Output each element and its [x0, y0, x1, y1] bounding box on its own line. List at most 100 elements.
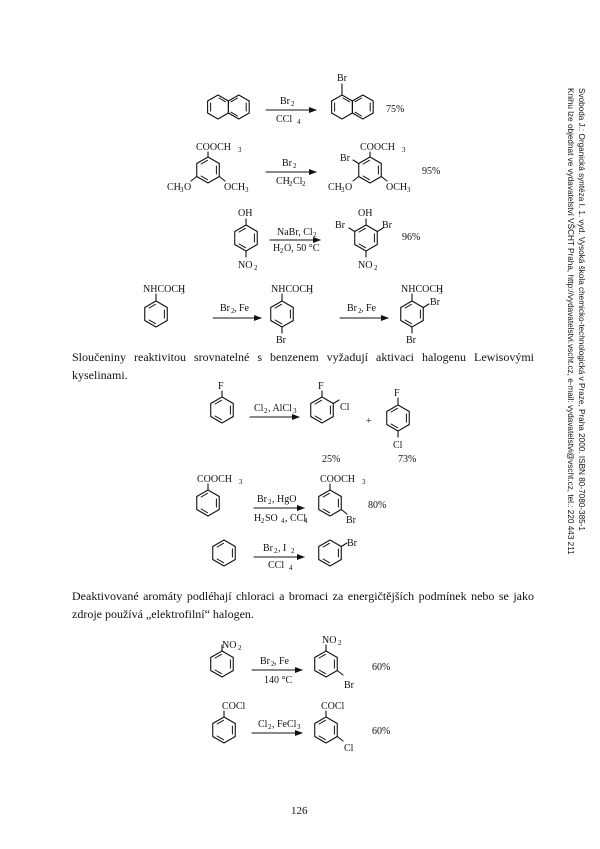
svg-text:Cl: Cl	[293, 176, 303, 187]
svg-text:COOCH: COOCH	[197, 474, 232, 485]
svg-text:3: 3	[341, 186, 345, 194]
svg-text:Cl: Cl	[254, 403, 264, 414]
svg-text:2: 2	[338, 639, 342, 647]
svg-text:73%: 73%	[398, 454, 416, 465]
svg-text:, AlCl: , AlCl	[268, 403, 292, 414]
svg-text:, Fe: , Fe	[361, 303, 377, 314]
svg-text:2: 2	[374, 264, 378, 272]
svg-text:Br: Br	[257, 494, 268, 505]
svg-text:2: 2	[289, 180, 293, 188]
svg-text:3: 3	[297, 723, 301, 731]
svg-text:Cl: Cl	[258, 719, 268, 730]
svg-text:, FeCl: , FeCl	[272, 719, 297, 730]
svg-text:2: 2	[264, 407, 268, 415]
svg-text:CH: CH	[276, 176, 290, 187]
reagent-text: CCl	[276, 114, 292, 125]
svg-text:Cl: Cl	[340, 402, 350, 413]
svg-text:2: 2	[238, 644, 242, 652]
svg-text:Br: Br	[335, 220, 346, 231]
svg-text:SO: SO	[265, 513, 278, 524]
svg-text:Br: Br	[430, 297, 441, 308]
svg-text:Br: Br	[406, 335, 417, 346]
svg-text:NHCOCH: NHCOCH	[401, 284, 443, 295]
svg-text:4: 4	[281, 517, 285, 525]
svg-text:F: F	[394, 388, 400, 399]
svg-text:2: 2	[274, 547, 278, 555]
svg-text:3: 3	[181, 288, 185, 296]
svg-text:Br: Br	[276, 335, 287, 346]
svg-text:60%: 60%	[372, 662, 390, 673]
svg-text:3: 3	[238, 146, 242, 154]
svg-text:140 °C: 140 °C	[264, 675, 292, 686]
svg-text:Br: Br	[344, 680, 355, 691]
svg-text:3: 3	[407, 186, 411, 194]
svg-text:, Fe: , Fe	[234, 303, 250, 314]
svg-text:OH: OH	[238, 208, 252, 219]
svg-text:2: 2	[280, 247, 284, 255]
svg-text:OCH: OCH	[386, 182, 407, 193]
svg-text:Br: Br	[347, 303, 358, 314]
svg-text:NO: NO	[238, 260, 252, 271]
svg-text:NO: NO	[358, 260, 372, 271]
label-cooch3: COOCH	[196, 142, 231, 153]
svg-text:OH: OH	[358, 208, 372, 219]
reagent-text: Br	[280, 96, 291, 107]
svg-text:COCl: COCl	[222, 701, 246, 712]
svg-text:Br: Br	[220, 303, 231, 314]
svg-text:Br: Br	[346, 515, 357, 526]
svg-text:COCl: COCl	[321, 701, 345, 712]
svg-text:4: 4	[304, 517, 308, 525]
svg-text:Cl: Cl	[393, 440, 403, 451]
svg-text:2: 2	[268, 723, 272, 731]
yield-value: 75%	[386, 104, 404, 115]
svg-text:2: 2	[293, 162, 297, 170]
svg-text:3: 3	[293, 407, 297, 415]
svg-text:2: 2	[261, 517, 265, 525]
svg-text:NO: NO	[222, 640, 236, 651]
svg-text:F: F	[318, 381, 324, 392]
svg-text:Br: Br	[347, 538, 358, 549]
page-number: 126	[291, 805, 308, 817]
reagent-sub: 2	[291, 100, 295, 108]
svg-text:NO: NO	[322, 635, 336, 646]
substituent-br: Br	[337, 73, 348, 84]
svg-text:2: 2	[231, 307, 235, 315]
svg-text:2: 2	[271, 660, 275, 668]
svg-text:2: 2	[358, 307, 362, 315]
svg-text:Br: Br	[382, 220, 393, 231]
svg-text:+: +	[366, 416, 372, 427]
svg-text:3: 3	[362, 478, 366, 486]
svg-text:96%: 96%	[402, 232, 420, 243]
svg-text:3: 3	[309, 288, 313, 296]
svg-text:3: 3	[245, 186, 249, 194]
svg-text:H: H	[273, 243, 280, 254]
svg-text:OCH: OCH	[224, 182, 245, 193]
svg-text:3: 3	[239, 478, 243, 486]
svg-text:CH: CH	[328, 182, 342, 193]
svg-text:Br: Br	[282, 158, 293, 169]
svg-text:CCl: CCl	[268, 560, 284, 571]
svg-text:NHCOCH: NHCOCH	[143, 284, 185, 295]
svg-text:2: 2	[313, 231, 317, 239]
svg-text:NHCOCH: NHCOCH	[271, 284, 313, 295]
svg-text:Br: Br	[263, 543, 274, 554]
svg-text:, I: , I	[278, 543, 286, 554]
svg-text:, Fe: , Fe	[274, 656, 290, 667]
svg-text:Br: Br	[340, 153, 351, 164]
svg-text:COOCH: COOCH	[320, 474, 355, 485]
svg-text:Br: Br	[260, 656, 271, 667]
svg-text:2: 2	[254, 264, 258, 272]
paragraph-lewis-acid: Sloučeniny reaktivitou srovnatelné s ben…	[72, 350, 534, 382]
svg-text:3: 3	[402, 146, 406, 154]
svg-text:95%: 95%	[422, 166, 440, 177]
svg-text:H: H	[254, 513, 261, 524]
svg-text:3: 3	[180, 186, 184, 194]
